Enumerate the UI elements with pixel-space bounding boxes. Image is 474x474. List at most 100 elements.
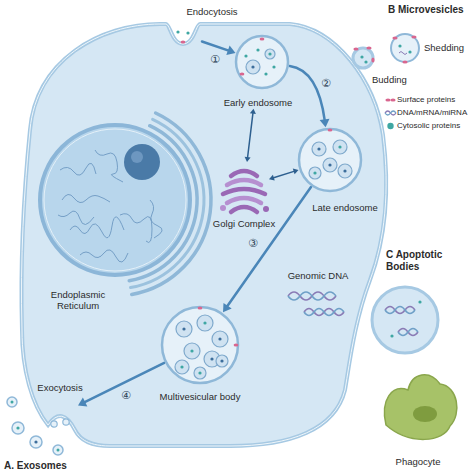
nucleus xyxy=(120,214,152,243)
intraluminal-vesicle xyxy=(184,343,200,359)
exosome-vesicles xyxy=(34,440,37,443)
microvesicle xyxy=(399,52,407,55)
pathway-arrow xyxy=(223,187,311,312)
endosome-membrane xyxy=(299,129,361,191)
step-number: ③ xyxy=(248,237,258,250)
multivesicular-body-outline xyxy=(160,305,240,385)
arrowhead xyxy=(226,46,235,56)
arrowhead xyxy=(245,157,251,162)
microvesicle xyxy=(402,60,407,63)
legend-helix-icon xyxy=(385,111,396,115)
budding-vesicle xyxy=(353,47,358,50)
intraluminal-vesicle xyxy=(176,321,192,337)
node-label: Multivesicular body xyxy=(160,391,241,402)
cargo-dot xyxy=(182,327,185,330)
apoptotic-body xyxy=(385,307,415,314)
cargo-dot xyxy=(272,65,275,68)
node-label: Early endosome xyxy=(224,97,293,108)
cargo-dot xyxy=(328,163,331,166)
golgi-cisterna xyxy=(231,207,257,212)
surface-protein xyxy=(260,38,265,41)
apoptotic-body xyxy=(398,329,418,336)
phagocyte-cell xyxy=(384,375,456,440)
pathway-arrow xyxy=(78,363,164,407)
genomic-dna xyxy=(288,292,336,300)
microvesicle xyxy=(391,34,419,64)
cargo-dot xyxy=(176,30,179,33)
exosome-vesicles xyxy=(7,397,63,455)
intraluminal-vesicle xyxy=(175,360,189,374)
surface-protein xyxy=(198,307,203,310)
golgi-cisterna xyxy=(223,189,265,194)
golgi-cisterna xyxy=(227,198,261,203)
budding-vesicle xyxy=(353,48,373,68)
surface-protein xyxy=(181,41,186,44)
multivesicular-body: Multivesicular body xyxy=(160,305,240,385)
microvesicle xyxy=(392,36,397,39)
cargo-dot xyxy=(268,52,271,55)
late-endosome-outline xyxy=(297,127,363,193)
endocytic-pit-outline xyxy=(164,22,202,48)
microvesicle xyxy=(408,50,411,53)
intraluminal-vesicle xyxy=(338,164,352,178)
arrowhead xyxy=(78,398,87,407)
cargo-dot xyxy=(313,171,316,174)
intraluminal-vesicle xyxy=(265,49,275,59)
endosome-membrane xyxy=(236,36,288,88)
endocytic-pit: Endocytosis xyxy=(164,22,202,48)
intraluminal-vesicle xyxy=(197,315,213,331)
phagocyte-cell xyxy=(413,406,437,422)
connector-line xyxy=(248,113,254,158)
early-endosome: Early endosome xyxy=(234,34,290,90)
early-endosome-outline xyxy=(234,34,290,90)
surface-protein xyxy=(234,344,239,347)
process-label: Budding xyxy=(372,74,407,85)
cargo-dot xyxy=(180,365,183,368)
pathway-arrow xyxy=(290,66,330,127)
connector-line xyxy=(273,171,295,178)
arrowhead xyxy=(320,119,330,128)
cargo-dot xyxy=(264,72,267,75)
cargo-dot xyxy=(203,321,206,324)
node-label: Exocytosis xyxy=(37,382,82,393)
exocytosis-site-outline xyxy=(44,400,78,428)
exosome-vesicles xyxy=(30,436,42,448)
microvesicle xyxy=(411,35,416,38)
connector-line xyxy=(84,363,165,403)
process-label: Shedding xyxy=(424,42,464,53)
cargo-dot xyxy=(244,54,247,57)
golgi-vesicle xyxy=(220,205,226,211)
connector-line xyxy=(202,42,229,51)
cell-body xyxy=(21,24,386,446)
panel-heading: B Microvesicles xyxy=(388,4,464,16)
genomic-dna xyxy=(288,292,344,316)
step-number: ④ xyxy=(121,389,131,402)
apoptotic-body xyxy=(372,287,438,353)
legend-protein-icon xyxy=(390,98,395,101)
budding-vesicle xyxy=(353,46,375,68)
late-endosome: Late endosome xyxy=(297,127,363,193)
node-label: Golgi Complex xyxy=(213,218,275,229)
budding-vesicle xyxy=(364,60,367,63)
cargo-dot xyxy=(198,371,201,374)
nucleus xyxy=(58,211,94,225)
dna-label: Genomic DNA xyxy=(288,270,349,281)
nucleus xyxy=(62,194,110,202)
exosome-vesicles xyxy=(53,445,63,455)
legend-helix-icon xyxy=(385,111,396,115)
intraluminal-vesicle xyxy=(323,158,337,172)
golgi-complex-outline xyxy=(219,162,269,212)
arrowhead xyxy=(269,175,275,181)
legend-text: Cytosolic proteins xyxy=(397,121,460,131)
connector-line xyxy=(290,66,325,121)
cargo-dot xyxy=(256,48,259,51)
step-number: ② xyxy=(321,77,331,90)
arrowhead xyxy=(293,169,299,175)
genomic-dna xyxy=(288,292,336,300)
intraluminal-vesicle xyxy=(312,142,326,156)
apoptotic-body xyxy=(385,307,415,314)
intraluminal-vesicle xyxy=(216,355,228,367)
cargo-dot xyxy=(317,147,320,150)
legend-text: Surface proteins xyxy=(397,95,455,105)
cargo-dot xyxy=(210,357,213,360)
